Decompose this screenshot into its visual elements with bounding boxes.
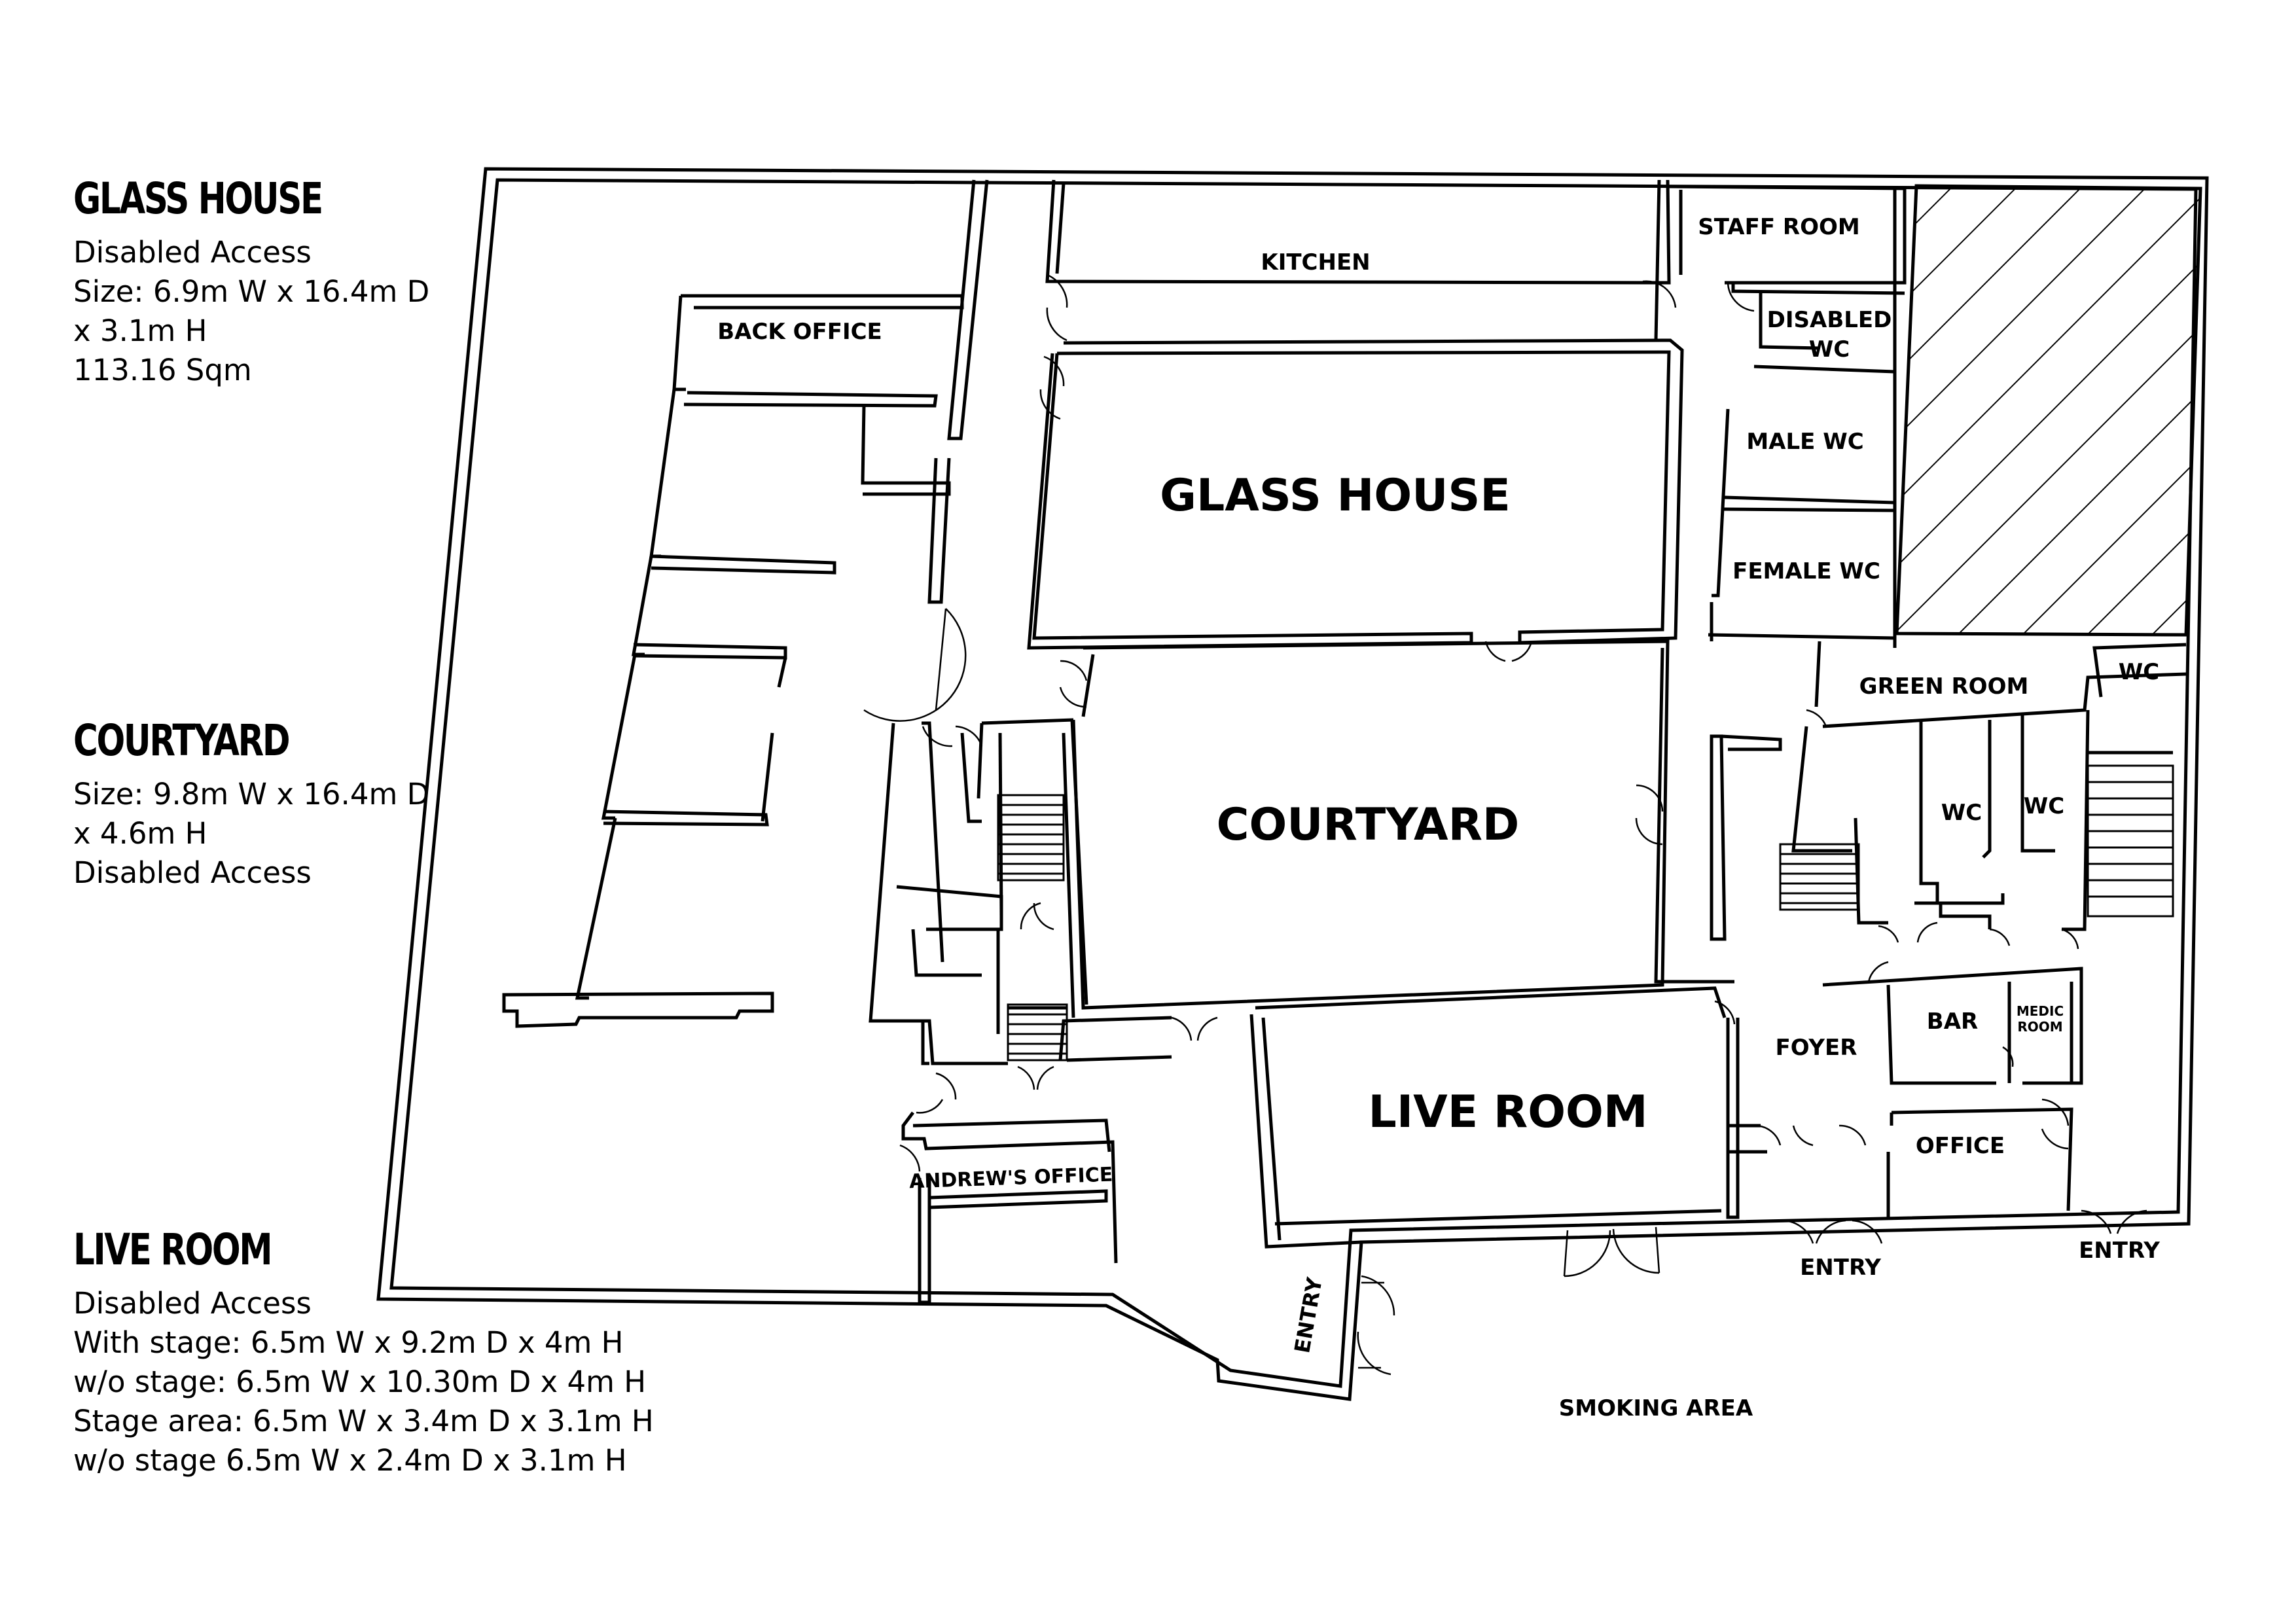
label-wc: WC [1941,800,1982,826]
label-wc: WC [2024,793,2064,819]
legend-line: Size: 6.9m W x 16.4m D [73,274,430,309]
stairs [997,764,2174,1061]
legend-line: Disabled Access [73,855,312,890]
legend-line: 113.16 Sqm [73,353,252,387]
left-wing-walls [502,179,989,1028]
label-smoking-area: SMOKING AREA [1559,1395,1753,1421]
label-green-room: GREEN ROOM [1859,673,2029,700]
label-female-wc: FEMALE WC [1732,558,1880,584]
label-andrews-office: ANDREW'S OFFICE [908,1164,1113,1194]
central-walls [1027,179,1734,1010]
legend-line: Disabled Access [73,1286,312,1321]
legend-line: x 4.6m H [73,816,207,851]
legend-title: COURTYARD [73,715,291,766]
legend-courtyard: COURTYARD Size: 9.8m W x 16.4m D x 4.6m … [73,713,531,893]
label-medic-room: MEDIC [2017,1003,2064,1019]
label-entry: ENTRY [2079,1238,2160,1264]
label-staff-room: STAFF ROOM [1698,214,1859,240]
label-entry: ENTRY [1289,1275,1327,1355]
label-male-wc: MALE WC [1746,429,1863,455]
legend-title: GLASS HOUSE [73,173,323,224]
right-wing-walls [1667,185,2187,1219]
stair-core-walls [869,718,1172,1304]
label-courtyard: COURTYARD [1217,799,1520,851]
label-live-room: LIVE ROOM [1368,1086,1647,1138]
label-bar: BAR [1927,1008,1978,1035]
live-room-walls [1249,986,1727,1249]
legend-glass-house: GLASS HOUSE Disabled Access Size: 6.9m W… [73,171,531,390]
label-disabled-wc: WC [1809,336,1850,363]
label-disabled-wc: DISABLED [1767,307,1892,333]
hatched-area [1895,184,2202,637]
label-entry: ENTRY [1800,1255,1881,1281]
legend-line: Size: 9.8m W x 16.4m D [73,777,430,812]
legend-line: Disabled Access [73,235,312,270]
label-medic-room: ROOM [2017,1019,2062,1035]
label-back-office: BACK OFFICE [717,319,882,345]
label-foyer: FOYER [1776,1035,1857,1061]
label-office: OFFICE [1916,1133,2005,1159]
doors [863,274,2147,1376]
legend-line: x 3.1m H [73,313,207,348]
label-glass-house: GLASS HOUSE [1160,470,1511,522]
legend-title: LIVE ROOM [73,1224,273,1275]
label-wc: WC [2119,659,2159,685]
label-kitchen: KITCHEN [1261,249,1370,276]
